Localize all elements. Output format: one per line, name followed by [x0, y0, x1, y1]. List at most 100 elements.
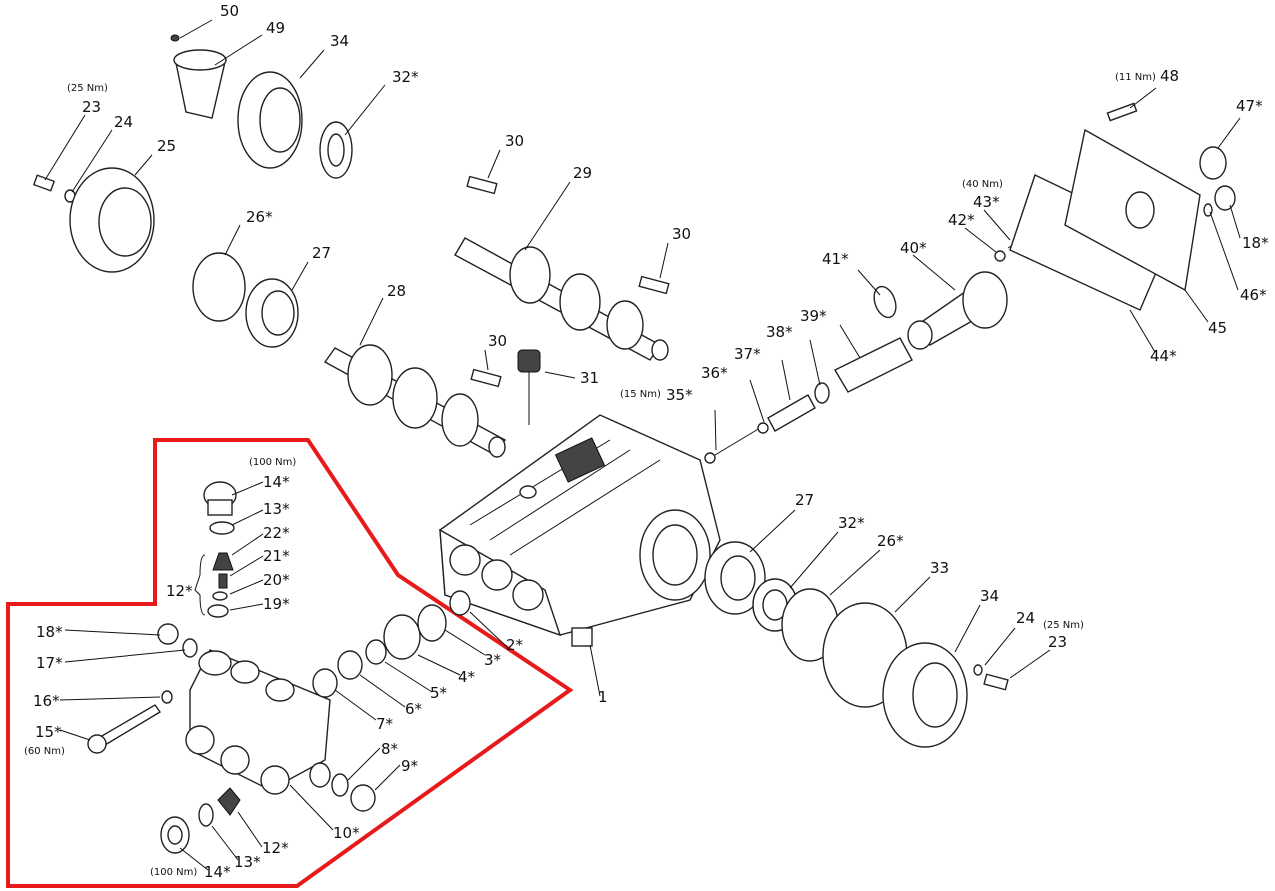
- part-3-oring: [417, 604, 447, 642]
- part-30-key: [470, 368, 502, 388]
- part-13-oring: [209, 521, 235, 535]
- label-2: 2*: [506, 636, 524, 654]
- torque-14: (100 Nm): [249, 457, 296, 468]
- part-28-crankshaft: [323, 344, 507, 458]
- part-14-plug-bottom: [160, 816, 190, 854]
- label-14: 14*: [263, 473, 290, 491]
- part-37-plunger: [767, 394, 816, 432]
- label-4: 4*: [458, 668, 476, 686]
- part-39-crosshead: [834, 337, 913, 393]
- part-36: [757, 422, 769, 434]
- part-23-bolt: [983, 673, 1009, 691]
- label-20: 20*: [263, 571, 290, 589]
- label-13: 13*: [234, 853, 261, 871]
- part-18-plug: [1214, 185, 1236, 211]
- highlight-outline: [6, 438, 574, 888]
- label-31: 31: [580, 369, 599, 387]
- torque-48: (11 Nm): [1115, 72, 1156, 83]
- label-1: 1: [598, 688, 608, 706]
- label-30: 30: [488, 332, 507, 350]
- parts: [32, 34, 1236, 854]
- part-30-key: [466, 175, 498, 195]
- part-15-bolt: [87, 704, 162, 754]
- label-22: 22*: [263, 524, 290, 542]
- label-41: 41*: [822, 250, 849, 268]
- label-10: 10*: [333, 824, 360, 842]
- label-39: 39*: [800, 307, 827, 325]
- label-46: 46*: [1240, 286, 1267, 304]
- label-40: 40*: [900, 239, 927, 257]
- part-7-seal: [312, 668, 338, 698]
- part-8-oring: [331, 773, 349, 797]
- torque-23: (25 Nm): [1043, 620, 1084, 631]
- part-35-screw: [704, 427, 761, 464]
- label-18: 18*: [36, 623, 63, 641]
- part-1-crankcase: [439, 414, 721, 647]
- part-30-key: [638, 275, 670, 295]
- label-42: 42*: [948, 211, 975, 229]
- label-36: 36*: [701, 364, 728, 382]
- label-48: 48: [1160, 67, 1179, 85]
- part-18-plug: [157, 623, 179, 645]
- label-47: 47*: [1236, 97, 1263, 115]
- label-8: 8*: [381, 740, 399, 758]
- part-13-oring: [198, 803, 214, 827]
- part-21-spring: [218, 573, 228, 589]
- part-47-plug: [1199, 146, 1227, 180]
- label-45: 45: [1208, 319, 1227, 337]
- part-17-oring: [182, 638, 198, 658]
- torque-35: (15 Nm): [620, 389, 661, 400]
- label-21: 21*: [263, 547, 290, 565]
- part-42: [994, 250, 1006, 262]
- label-13: 13*: [263, 500, 290, 518]
- label-25: 25: [157, 137, 176, 155]
- label-16: 16*: [33, 692, 60, 710]
- label-44: 44*: [1150, 347, 1177, 365]
- label-38: 38*: [766, 323, 793, 341]
- part-9-plug: [350, 784, 376, 812]
- label-28: 28: [387, 282, 406, 300]
- label-27: 27: [795, 491, 814, 509]
- label-27: 27: [312, 244, 331, 262]
- part-12-valve: [217, 787, 241, 816]
- label-9: 9*: [401, 757, 419, 775]
- label-33: 33: [930, 559, 949, 577]
- label-35: 35*: [666, 386, 693, 404]
- torque-14: (100 Nm): [150, 867, 197, 878]
- label-18: 18*: [1242, 234, 1269, 252]
- label-34: 34: [980, 587, 999, 605]
- label-43: 43*: [973, 193, 1000, 211]
- part-14-plug-top: [203, 481, 237, 516]
- label-50: 50: [220, 2, 239, 20]
- part-10-manifold: [185, 649, 331, 795]
- label-12: 12*: [166, 582, 193, 600]
- part-20: [212, 591, 228, 601]
- label-37: 37*: [734, 345, 761, 363]
- part-16-washer: [161, 690, 173, 704]
- part-29-crankshaft: [454, 237, 669, 361]
- part-50: [170, 34, 180, 42]
- label-19: 19*: [263, 595, 290, 613]
- torque-23: (25 Nm): [67, 83, 108, 94]
- part-23-top: [32, 174, 56, 192]
- label-49: 49: [266, 19, 285, 37]
- label-24: 24: [1016, 609, 1035, 627]
- part-5: [365, 639, 387, 665]
- label-12: 12*: [262, 839, 289, 857]
- label-32: 32*: [838, 514, 865, 532]
- part-48-screw: [1106, 102, 1138, 122]
- part-22-valve: [212, 552, 234, 571]
- leader-lines: [44, 19, 1241, 871]
- label-23: 23: [82, 98, 101, 116]
- label-7: 7*: [376, 715, 394, 733]
- label-3: 3*: [484, 651, 502, 669]
- bracket-12: [194, 554, 206, 616]
- label-24: 24: [114, 113, 133, 131]
- label-32: 32*: [392, 68, 419, 86]
- torque-43: (40 Nm): [962, 179, 1003, 190]
- part-2-seal: [449, 590, 471, 616]
- label-23: 23: [1048, 633, 1067, 651]
- part-40-connecting-rod: [907, 271, 1008, 350]
- label-14: 14*: [204, 863, 231, 881]
